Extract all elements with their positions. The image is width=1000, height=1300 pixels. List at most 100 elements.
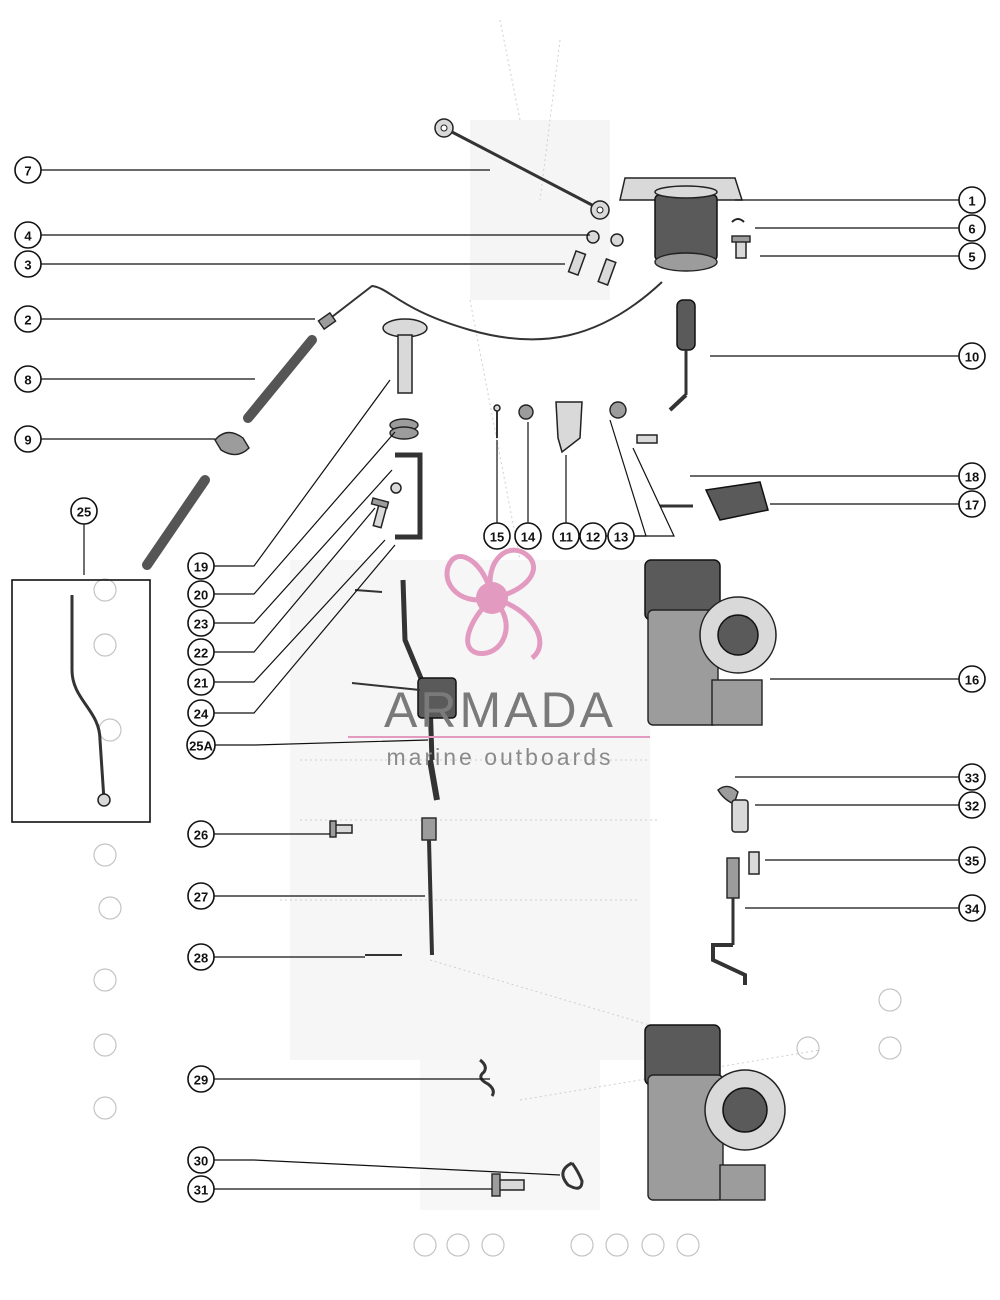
brand-name: ARMADA	[384, 682, 616, 738]
callout-circle	[187, 580, 215, 608]
callout-circle	[958, 462, 986, 490]
part-solenoid-lead-wire	[317, 281, 663, 341]
callout-label: 8	[24, 373, 31, 388]
callout-label: 30	[194, 1154, 208, 1169]
callout-19: 19	[187, 552, 215, 580]
callout-25a: 25A	[186, 730, 216, 760]
callout-4: 4	[14, 221, 42, 249]
callout-1: 1	[958, 186, 986, 214]
part-clip-30	[561, 1161, 584, 1190]
callout-30: 30	[187, 1146, 215, 1174]
callout-32: 32	[958, 791, 986, 819]
part-choke-solenoid	[619, 177, 744, 272]
callout-label: 4	[24, 229, 32, 244]
callout-22: 22	[187, 638, 215, 666]
brand-watermark: ARMADA marine outboards	[348, 547, 650, 770]
callout-circle	[14, 365, 42, 393]
part-bracket	[395, 452, 423, 540]
leader-line	[214, 1159, 561, 1176]
callout-circle	[187, 699, 215, 727]
callout-7: 7	[14, 156, 42, 184]
part-choke-plunger	[668, 299, 696, 412]
callout-label: 11	[559, 530, 573, 545]
part-choke-wire-inset	[70, 595, 111, 807]
callout-circle	[187, 1175, 215, 1203]
callout-13: 13	[607, 522, 635, 550]
callout-29: 29	[187, 1065, 215, 1093]
callout-circle	[187, 1146, 215, 1174]
callout-label: 33	[965, 771, 979, 786]
callout-2: 2	[14, 305, 42, 333]
callout-label: 3	[24, 258, 31, 273]
part-throttle-rod	[421, 817, 437, 956]
part-spring	[389, 418, 419, 440]
callout-label: 24	[194, 707, 209, 722]
part-spring-29	[479, 1058, 495, 1097]
callout-circle	[958, 846, 986, 874]
callout-34: 34	[958, 894, 986, 922]
callout-label: 20	[194, 588, 208, 603]
part-solenoid-washer-screw	[731, 218, 751, 259]
callout-circle	[958, 242, 986, 270]
callout-label: 35	[965, 854, 979, 869]
inset-box	[11, 579, 151, 823]
callout-circle	[14, 156, 42, 184]
part-choke-knob	[382, 318, 428, 394]
callout-label: 32	[965, 799, 979, 814]
callout-3: 3	[14, 250, 42, 278]
part-small-hardware	[493, 401, 658, 454]
callout-label: 12	[586, 530, 600, 545]
callout-circle	[187, 638, 215, 666]
part-screw-26	[329, 820, 353, 838]
callout-8: 8	[14, 365, 42, 393]
callout-label: 15	[490, 530, 504, 545]
callout-circle	[958, 214, 986, 242]
part-link-rod	[351, 579, 457, 801]
brand-tagline: marine outboards	[387, 744, 614, 770]
callout-circle	[958, 342, 986, 370]
callout-label: 22	[194, 646, 208, 661]
leader-line	[214, 507, 376, 653]
callout-circle	[187, 820, 215, 848]
callout-circle	[187, 668, 215, 696]
callout-circle	[187, 882, 215, 910]
callout-35: 35	[958, 846, 986, 874]
callout-27: 27	[187, 882, 215, 910]
callout-circle	[483, 522, 511, 550]
callout-16: 16	[958, 665, 986, 693]
part-screw-31	[491, 1173, 525, 1197]
callout-label: 34	[965, 902, 980, 917]
callout-6: 6	[958, 214, 986, 242]
leader-line	[214, 469, 393, 624]
part-clip-bushing	[717, 785, 749, 833]
callout-17: 17	[958, 490, 986, 518]
part-mount-washers-screws	[567, 230, 624, 286]
callout-circle	[187, 609, 215, 637]
callout-circle	[958, 665, 986, 693]
part-choke-link-rod	[434, 118, 610, 220]
callout-label: 18	[965, 470, 979, 485]
callout-circle	[14, 305, 42, 333]
leader-line	[214, 539, 386, 683]
callout-14: 14	[514, 522, 542, 550]
callout-circle	[607, 522, 635, 550]
callout-circle	[958, 490, 986, 518]
callout-circle	[958, 791, 986, 819]
callout-12: 12	[579, 522, 607, 550]
callout-21: 21	[187, 668, 215, 696]
callout-circle	[14, 425, 42, 453]
callout-label: 19	[194, 560, 208, 575]
callout-label: 21	[194, 676, 208, 691]
callout-circle	[187, 552, 215, 580]
propeller-icon	[444, 547, 543, 660]
callout-label: 6	[968, 222, 975, 237]
callout-circle	[958, 894, 986, 922]
callout-label: 23	[194, 617, 208, 632]
part-connector-link	[711, 851, 760, 985]
leader-line	[215, 739, 429, 746]
callout-label: 13	[614, 530, 628, 545]
callout-label: 27	[194, 890, 208, 905]
callout-label: 28	[194, 951, 208, 966]
callout-circle	[14, 250, 42, 278]
